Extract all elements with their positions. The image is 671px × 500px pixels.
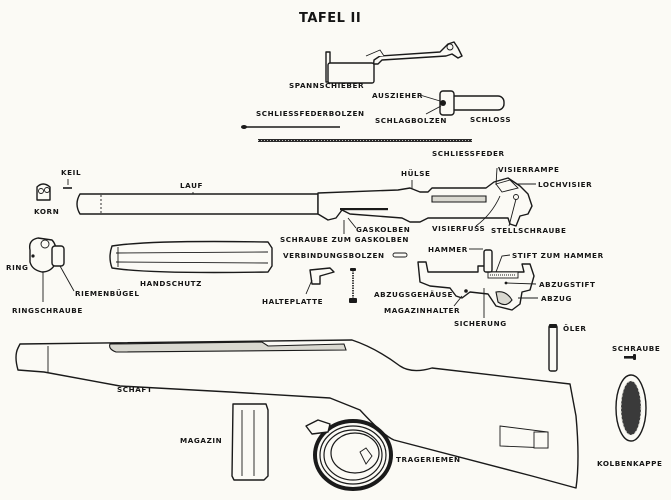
label-abzugsgehaeuse: ABZUGSGEHÄUSE [374, 290, 453, 299]
label-schaft: SCHAFT [117, 385, 152, 394]
leader-stift-zum-hammer [495, 254, 511, 273]
label-abzug: ABZUG [541, 294, 572, 303]
label-huelse: HÜLSE [401, 169, 431, 178]
part-ring [28, 237, 65, 273]
label-stift-zum-hammer: STIFT ZUM HAMMER [512, 251, 604, 260]
label-visierfuss: VISIERFUSS [432, 224, 485, 233]
part-magazin [231, 403, 269, 481]
part-kolbenkappe [615, 374, 647, 442]
part-handschutz [109, 240, 273, 274]
label-ring: RING [6, 263, 29, 272]
label-auszieher: AUSZIEHER [372, 91, 423, 100]
part-schraube-halteplatte [349, 268, 357, 303]
part-halteplatte [309, 267, 335, 285]
label-riemenbuegel: RIEMENBÜGEL [75, 289, 140, 298]
part-schloss [439, 90, 505, 116]
label-magazinhalter: MAGAZINHALTER [384, 306, 460, 315]
label-lauf: LAUF [180, 181, 203, 190]
part-schliessfeder [258, 139, 472, 142]
label-sicherung: SICHERUNG [454, 319, 507, 328]
part-schliessfederbolzen [241, 125, 340, 129]
leader-abzugstift [506, 282, 537, 285]
label-spannschieber: SPANNSCHIEBER [289, 81, 364, 90]
leader-visierrampe [495, 167, 498, 186]
part-trageriemen [305, 419, 393, 491]
label-verbindungsbolzen: VERBINDUNGSBOLZEN [283, 251, 385, 260]
label-visierrampe: VISIERRAMPE [498, 165, 560, 174]
label-schlagbolzen: SCHLAGBOLZEN [375, 116, 447, 125]
leader-auszieher [419, 94, 441, 102]
label-magazin: MAGAZIN [180, 436, 222, 445]
label-gaskolben: GASKOLBEN [356, 225, 410, 234]
plate-title: TAFEL II [299, 11, 361, 26]
label-stellschraube: STELLSCHRAUBE [491, 226, 567, 235]
part-schraube [624, 354, 636, 360]
part-keil [63, 179, 72, 189]
label-korn: KORN [34, 207, 59, 216]
label-abzugstift: ABZUGSTIFT [539, 280, 596, 289]
part-spannschieber [325, 41, 463, 84]
label-keil: KEIL [61, 168, 81, 177]
label-schloss: SCHLOSS [470, 115, 511, 124]
label-handschutz: HANDSCHUTZ [140, 279, 202, 288]
part-oeler [548, 324, 558, 372]
label-schraube-zum-gaskolben: SCHRAUBE ZUM GASKOLBEN [280, 235, 409, 244]
part-lauf [76, 193, 319, 215]
leader-riemenbuegel [59, 265, 75, 292]
part-schaft [15, 339, 579, 489]
label-hammer: HAMMER [428, 245, 468, 254]
label-schliessfeder: SCHLIESSFEDER [432, 149, 505, 158]
label-kolbenkappe: KOLBENKAPPE [597, 459, 663, 468]
label-lochvisier: LOCHVISIER [538, 180, 592, 189]
part-abzugsgehaeuse [417, 249, 535, 311]
label-schliessfederbolzen: SCHLIESSFEDERBOLZEN [256, 109, 365, 118]
leader-visierfuss [475, 195, 501, 227]
part-verbindungsbolzen [392, 252, 408, 258]
label-schraube: SCHRAUBE [612, 344, 660, 353]
part-huelse [317, 177, 533, 227]
label-oeler: ÖLER [563, 324, 587, 333]
label-halteplatte: HALTEPLATTE [262, 297, 323, 306]
leader-schlagbolzen [425, 105, 442, 115]
label-ringschraube: RINGSCHRAUBE [12, 306, 83, 315]
leader-gaskolben [347, 217, 357, 229]
part-korn [36, 183, 51, 201]
leader-stellschraube [508, 198, 517, 227]
leader-halteplatte [305, 279, 313, 295]
leader-magazinhalter [453, 295, 463, 307]
label-trageriemen: TRAGERIEMEN [396, 455, 461, 464]
